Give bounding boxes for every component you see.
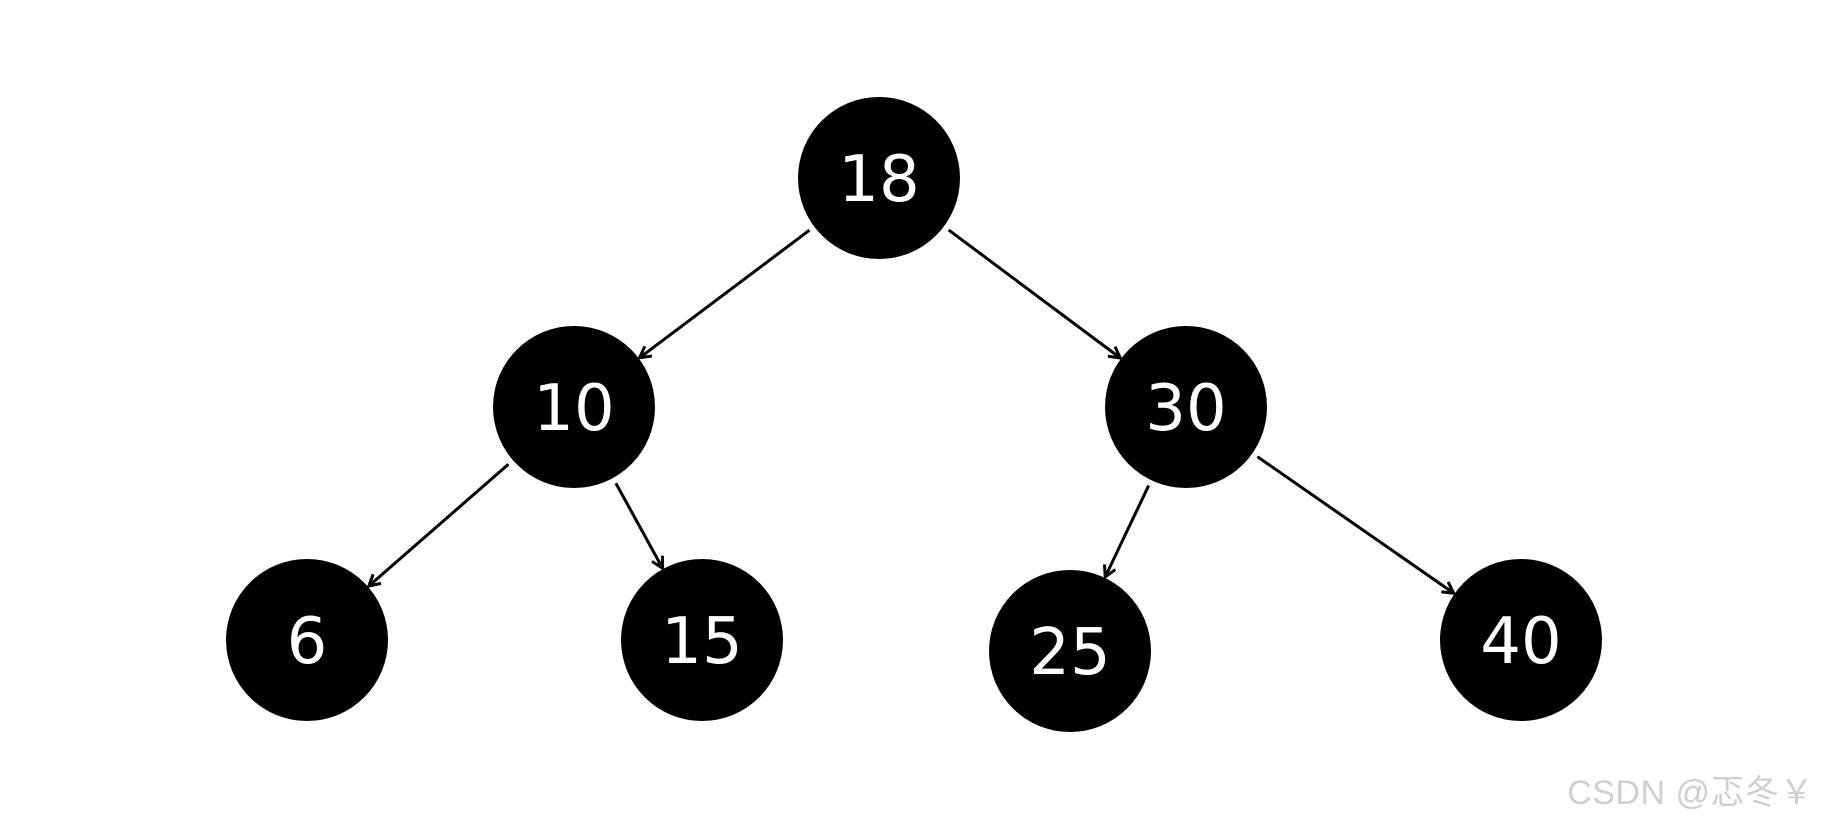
nodes: 18 10 30 6 15 25 40	[226, 97, 1602, 732]
node-circle	[226, 559, 388, 721]
node-label: 25	[1029, 616, 1110, 690]
node-label: 30	[1145, 372, 1226, 446]
tree-node-25: 25	[989, 570, 1151, 732]
node-label: 6	[287, 605, 328, 679]
edge-18-to-10	[640, 229, 811, 357]
node-circle	[989, 570, 1151, 732]
edge-10-to-6	[370, 463, 510, 585]
watermark-text: CSDN @忑冬￥	[1567, 774, 1814, 812]
tree-node-30: 30	[1105, 326, 1267, 488]
tree-node-18: 18	[798, 97, 960, 259]
node-label: 40	[1480, 605, 1561, 679]
node-label: 15	[661, 605, 742, 679]
edge-10-to-15	[614, 482, 662, 567]
node-circle	[798, 97, 960, 259]
tree-node-40: 40	[1440, 559, 1602, 721]
tree-node-10: 10	[493, 326, 655, 488]
edge-30-to-25	[1106, 484, 1151, 576]
node-circle	[1105, 326, 1267, 488]
node-label: 18	[838, 143, 919, 217]
edge-18-to-30	[947, 228, 1120, 357]
tree-node-6: 6	[226, 559, 388, 721]
edge-30-to-40	[1256, 455, 1452, 593]
tree-node-15: 15	[621, 559, 783, 721]
node-circle	[493, 326, 655, 488]
node-label: 10	[533, 372, 614, 446]
node-circle	[1440, 559, 1602, 721]
edges	[370, 228, 1453, 593]
node-circle	[621, 559, 783, 721]
